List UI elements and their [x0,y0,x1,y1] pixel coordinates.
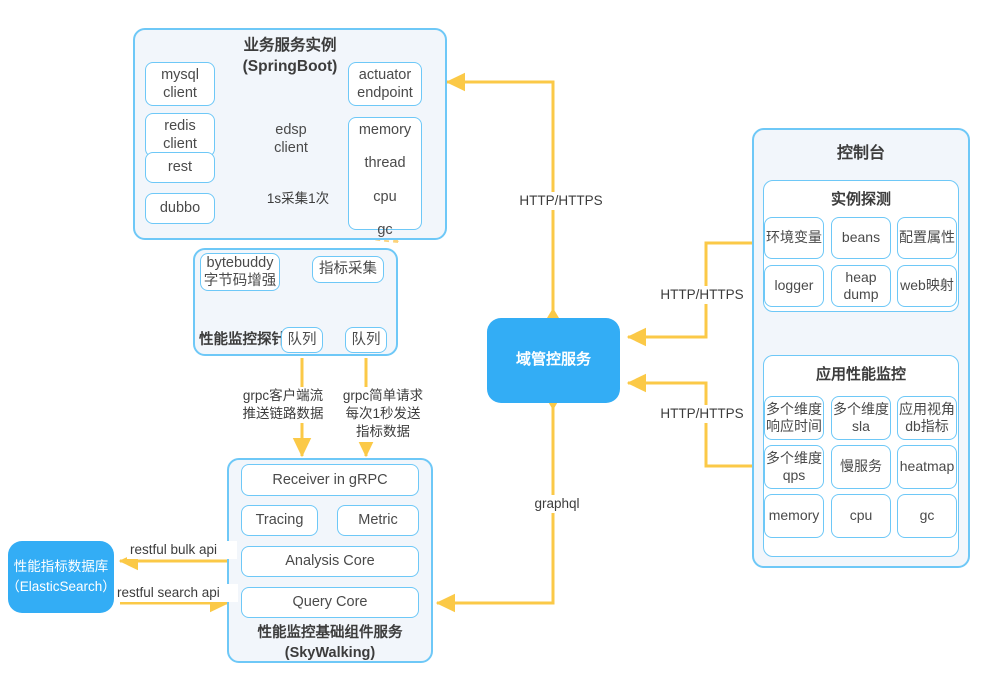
chip-rest[interactable]: rest [145,152,215,183]
row-metric[interactable]: Metric [337,505,419,536]
row-tracing[interactable]: Tracing [241,505,318,536]
edge-label-graphql: graphql [525,495,589,514]
chip-bytebuddy[interactable]: bytebuddy 字节码增强 [200,253,280,291]
skywalking-title: 性能监控基础组件服务 (SkyWalking) [257,625,403,661]
chip-actuator-endpoint[interactable]: actuator endpoint [348,62,422,106]
console-chip-env-vars[interactable]: 环境变量 [764,217,824,259]
probe-title: 性能监控探针 [199,332,286,348]
edge-label-grpc-simple: grpc简单请求 每次1秒发送 指标数据 [330,387,436,442]
console-chip-slow-service[interactable]: 慢服务 [831,445,891,489]
console-chip-heatmap[interactable]: heatmap [897,445,957,489]
console-chip-logger[interactable]: logger [764,265,824,307]
sample-interval-note: 1s采集1次 [266,191,330,206]
edge-label-restful-search: restful search api [114,584,238,603]
row-receiver-grpc[interactable]: Receiver in gRPC [241,464,419,496]
edge-label-grpc-stream: grpc客户端流 推送链路数据 [232,387,334,424]
row-query-core[interactable]: Query Core [241,587,419,618]
edge-label-http-apm: HTTP/HTTPS [654,405,750,424]
domain-service-box[interactable]: 域管控服务 [487,318,620,403]
chip-redis-client[interactable]: redis client [145,113,215,157]
console-chip-db-metrics[interactable]: 应用视角 db指标 [897,396,957,440]
chip-mysql-client[interactable]: mysql client [145,62,215,106]
springboot-instance-title: 业务服务实例 (SpringBoot) [242,37,338,75]
console-title: 控制台 [836,145,885,162]
chip-edsp-client: edsp client [274,121,308,156]
console-chip-config-props[interactable]: 配置属性 [897,217,957,259]
console-chip-cpu[interactable]: cpu [831,494,891,538]
row-analysis-core[interactable]: Analysis Core [241,546,419,577]
console-chip-memory[interactable]: memory [764,494,824,538]
chip-queue-tracing[interactable]: 队列 [281,327,323,353]
chip-metric-collect[interactable]: 指标采集 [312,256,384,283]
console-chip-web-mapping[interactable]: web映射 [897,265,957,307]
edge-label-restful-bulk: restful bulk api [127,541,237,560]
console-chip-gc[interactable]: gc [897,494,957,538]
chip-jvm-metrics[interactable]: memory thread cpu gc [348,117,422,238]
chip-dubbo[interactable]: dubbo [145,193,215,224]
console-section-instance-probe-title: 实例探测 [830,191,891,208]
chip-queue-metric[interactable]: 队列 [345,327,387,353]
console-chip-heap-dump[interactable]: heap dump [831,265,891,307]
console-chip-beans[interactable]: beans [831,217,891,259]
elasticsearch-box[interactable]: 性能指标数据库 （ElasticSearch） [6,541,116,613]
edge-label-http-instance-probe: HTTP/HTTPS [654,286,750,305]
console-section-apm-title: 应用性能监控 [815,366,906,383]
console-chip-qps[interactable]: 多个维度 qps [764,445,824,489]
edge-label-http-top: HTTP/HTTPS [513,192,609,211]
console-chip-sla[interactable]: 多个维度 sla [831,396,891,440]
console-chip-resp-time[interactable]: 多个维度 响应时间 [764,396,824,440]
